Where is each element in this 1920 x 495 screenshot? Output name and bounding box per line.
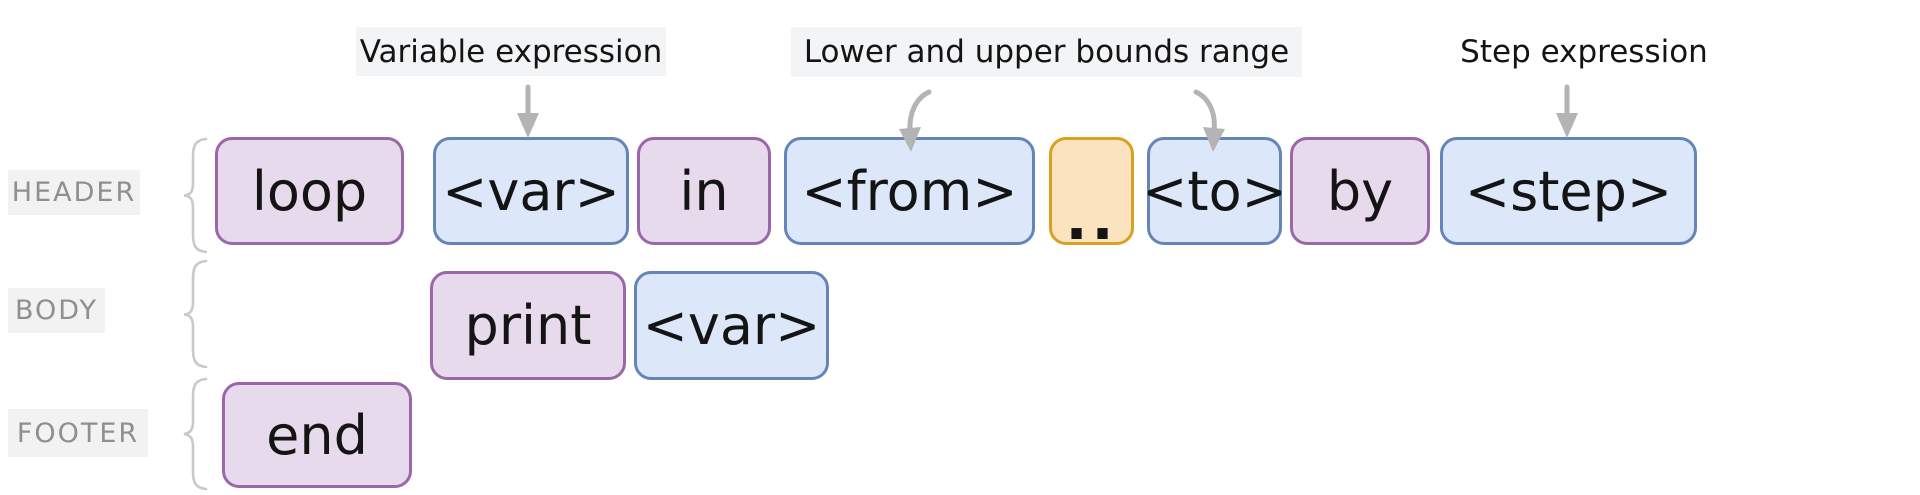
token-range-dots: .. — [1049, 137, 1134, 248]
token-print: print — [430, 271, 626, 380]
brace-body-icon — [183, 259, 208, 369]
arrow-var-icon — [517, 84, 539, 138]
arrow-step-icon — [1556, 84, 1578, 138]
token-var: <var> — [433, 137, 629, 245]
annotation-variable-expression: Variable expression — [356, 27, 666, 76]
row-label-header: HEADER — [8, 170, 140, 215]
brace-header-icon — [183, 137, 208, 254]
token-end: end — [222, 382, 412, 488]
token-from: <from> — [784, 137, 1035, 245]
brace-footer-icon — [183, 377, 208, 491]
token-in: in — [637, 137, 771, 245]
token-step: <step> — [1440, 137, 1697, 245]
annotation-step-expression: Step expression — [1460, 34, 1708, 70]
row-label-body: BODY — [8, 288, 105, 333]
token-loop: loop — [215, 137, 404, 245]
row-label-footer: FOOTER — [8, 409, 148, 457]
token-body-var: <var> — [634, 271, 829, 380]
token-to: <to> — [1142, 137, 1287, 245]
token-by: by — [1290, 137, 1430, 245]
annotation-bounds-range: Lower and upper bounds range — [791, 27, 1302, 77]
